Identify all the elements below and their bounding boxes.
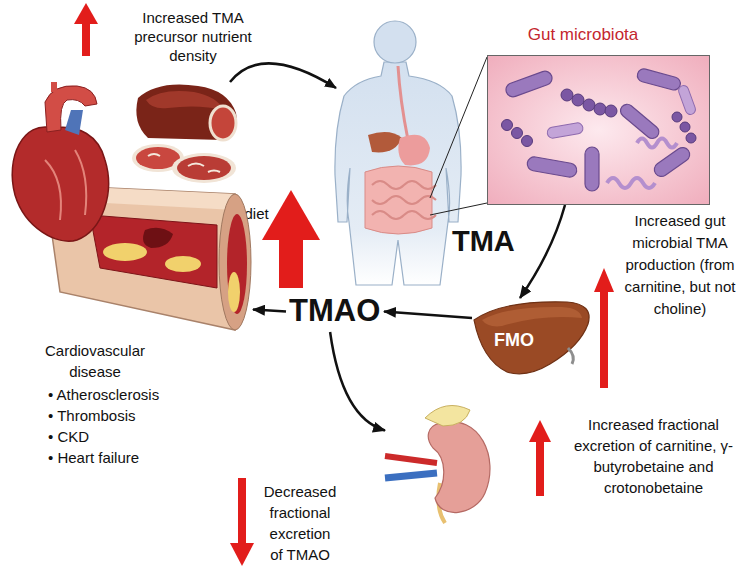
- node-text: • Heart failure: [48, 447, 228, 468]
- red-trend-arrows-part: [74, 3, 98, 24]
- human-figure-part: [374, 21, 416, 63]
- microbiota-panel-part: [546, 84, 696, 139]
- microbiota-panel-part-part: [672, 112, 682, 122]
- human-figure-part: [372, 181, 436, 219]
- microbiota-panel-part: [607, 178, 655, 188]
- microbiota-node: Gut microbiota: [487, 55, 710, 205]
- kidney-organ: [385, 398, 503, 523]
- liver-organ-part: [568, 348, 573, 364]
- microbiota-panel-part-part: [636, 68, 682, 92]
- kidney-node: Decreased fractional excretion of TMAOIn…: [385, 398, 503, 523]
- metabolite-name: TMAO: [289, 294, 381, 328]
- microbiota-panel-part-part: [594, 103, 606, 115]
- microbiota-panel-part-part: [572, 94, 584, 106]
- microbiota-panel-part-part: [618, 102, 662, 142]
- red-trend-arrows-part: [279, 238, 303, 288]
- node-text: Increased fractional excretion of carnit…: [556, 414, 751, 498]
- microbiota-panel-part: [488, 56, 710, 205]
- microbiota-panel-part-part: [585, 147, 599, 191]
- kidney-organ-part: [385, 473, 437, 478]
- meat-illustration-part: [210, 106, 236, 140]
- flow-arrow: [520, 205, 565, 298]
- liver-organ-part: [482, 307, 582, 326]
- heart-vessel-illustration: [5, 80, 253, 335]
- microbiota-panel-part-part: [526, 156, 578, 178]
- meat-illustration-part: [148, 154, 220, 172]
- flow-arrow: [330, 332, 385, 431]
- cardiovascular-node: Cardiovascular disease• Atherosclerosis•…: [5, 80, 253, 335]
- heart-vessel-illustration-part: [165, 256, 201, 272]
- microbiota-panel-part-part: [546, 122, 583, 139]
- flow-arrow: [253, 310, 286, 312]
- red-trend-arrows-part: [600, 290, 608, 388]
- intake-arrow: [230, 63, 336, 88]
- red-trend-arrows-part: [529, 420, 551, 442]
- heart-vessel-illustration-part: [51, 82, 57, 92]
- meat-illustration-part: [177, 156, 231, 180]
- metabolite-node: TMAO: [286, 291, 384, 332]
- microbiota-panel-part-part: [504, 69, 554, 99]
- node-text: Cardiovascular disease: [30, 340, 160, 382]
- microbiota-panel-part-part: [502, 120, 513, 131]
- heart-vessel-illustration-part: [65, 110, 83, 135]
- microbiota-panel-part: [637, 139, 677, 148]
- red-trend-arrows-part: [536, 440, 544, 496]
- liver-organ-part: [474, 302, 589, 374]
- annotation-text: Increased TMA precursor nutrient density: [118, 8, 268, 65]
- node-text: Gut microbiota: [498, 23, 668, 47]
- red-trend-arrows-part: [238, 478, 246, 545]
- red-trend-arrows-part: [262, 190, 320, 240]
- node-text: • CKD: [48, 426, 228, 447]
- heart-vessel-illustration-part: [45, 150, 86, 220]
- zoom-lines-part: [430, 57, 487, 198]
- heart-vessel-illustration-part: [143, 228, 173, 248]
- flow-arrow: [384, 312, 472, 319]
- microbiota-panel-part-part: [677, 84, 697, 116]
- heart-vessel-illustration-part: [227, 214, 247, 314]
- meat-illustration-part: [136, 85, 236, 141]
- microbiota-panel-part: [504, 68, 692, 191]
- heart-vessel-illustration-part: [103, 243, 147, 261]
- zoom-lines: [430, 57, 487, 215]
- meat-illustration-part: [172, 153, 236, 183]
- node-text: Decreased fractional excretion of TMAO: [262, 481, 338, 565]
- kidney-organ-part: [428, 422, 490, 513]
- microbiota-panel: [487, 55, 710, 205]
- red-trend-arrows-part: [230, 543, 254, 566]
- microbiota-panel-part-part: [652, 145, 693, 179]
- meat-node: Red meat diet: [128, 78, 246, 188]
- red-trend-arrows-part: [594, 268, 614, 292]
- microbiota-panel-part-part: [583, 99, 595, 111]
- kidney-organ-part: [385, 456, 437, 463]
- human-figure-part: [398, 66, 408, 140]
- microbiota-panel-part-part: [605, 105, 617, 117]
- heart-vessel-illustration-part: [12, 127, 108, 241]
- human-figure-part: [335, 62, 461, 285]
- node-text: • Atherosclerosis: [48, 384, 228, 405]
- microbiota-panel-part-part: [522, 136, 533, 147]
- heart-vessel-illustration-part: [219, 194, 251, 330]
- node-text: FMO: [482, 328, 546, 353]
- node-text: • Thrombosis: [48, 405, 228, 426]
- microbiota-panel-part-part: [561, 89, 573, 101]
- zoom-lines-part: [430, 203, 487, 215]
- heart-vessel-illustration-part: [228, 272, 240, 312]
- microbiota-panel-part-part: [680, 122, 690, 132]
- heart-vessel-illustration-part: [90, 215, 217, 288]
- human-figure-part: [365, 166, 432, 234]
- meat-illustration: [128, 78, 246, 188]
- microbiota-panel-part-part: [512, 128, 523, 139]
- microbiota-panel-part: [502, 89, 697, 147]
- annotation-text: Increased gut microbial TMA production (…: [624, 210, 736, 320]
- liver-node: FMO: [472, 298, 592, 378]
- metabolite-label: TMA: [452, 226, 515, 258]
- human-figure: [335, 21, 461, 285]
- microbiota-panel-part-part: [686, 133, 696, 143]
- red-trend-arrows-part: [82, 22, 90, 56]
- human-figure-part: [398, 135, 430, 166]
- meat-illustration-part: [146, 91, 224, 110]
- human-figure-part: [368, 132, 402, 152]
- kidney-organ-part: [425, 406, 470, 427]
